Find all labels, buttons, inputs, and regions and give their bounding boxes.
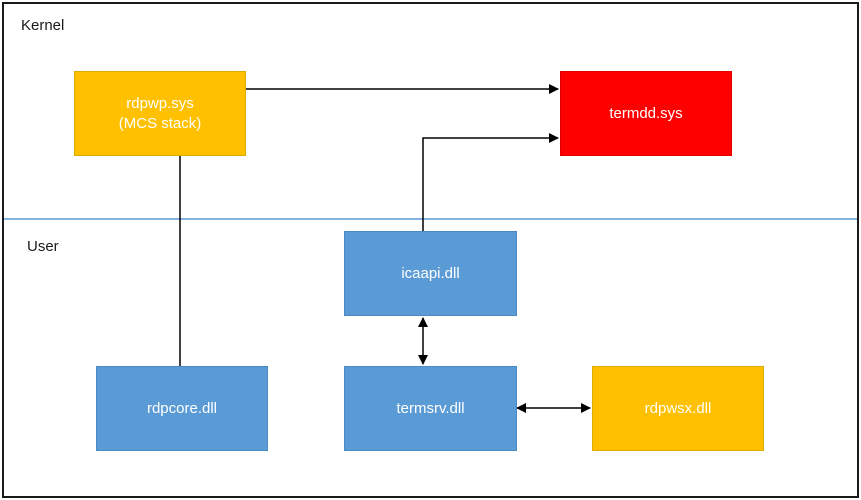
termsrv-dll-label: termsrv.dll	[396, 399, 465, 417]
icaapi-dll-box: icaapi.dll	[344, 231, 517, 316]
icaapi-dll-label: icaapi.dll	[401, 264, 460, 282]
termdd-sys-label: termdd.sys	[609, 104, 683, 122]
rdpcore-dll-label: rdpcore.dll	[146, 399, 218, 417]
termdd-sys-box: termdd.sys	[560, 71, 732, 156]
rdpwp-sys-box: rdpwp.sys (MCS stack)	[74, 71, 246, 156]
arrow-icaapi-to-termdd	[422, 133, 559, 231]
termsrv-dll-box: termsrv.dll	[344, 366, 517, 451]
rdpwsx-dll-box: rdpwsx.dll	[592, 366, 764, 451]
rdpwsx-dll-label: rdpwsx.dll	[644, 399, 712, 417]
kernel-region-label: Kernel	[21, 17, 65, 34]
rdpcore-dll-box: rdpcore.dll	[96, 366, 268, 451]
rdpwp-sys-label: rdpwp.sys	[126, 94, 194, 112]
user-region-label: User	[27, 238, 59, 255]
rdpwp-sys-sublabel: (MCS stack)	[118, 114, 202, 132]
